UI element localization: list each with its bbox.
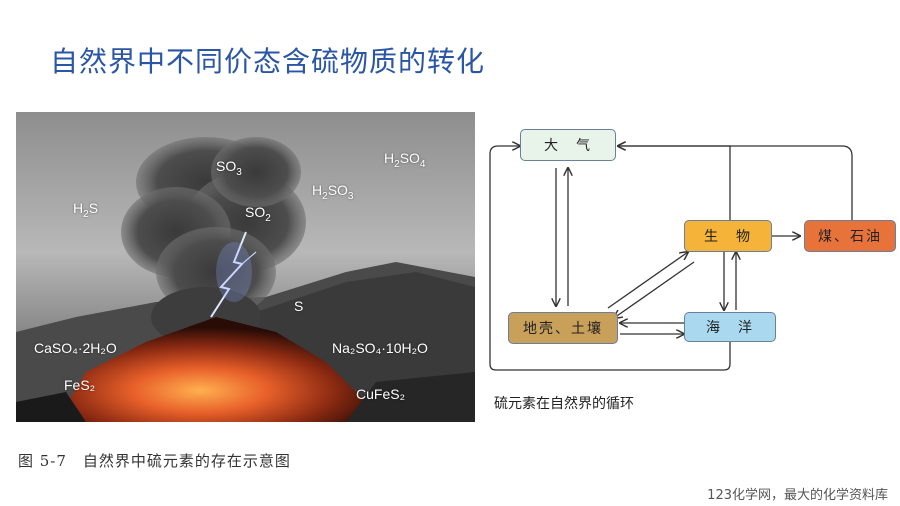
label-so2: SO2: [245, 204, 271, 224]
arrow-crust-to-bio: [607, 252, 688, 309]
label-h2s: H2S: [73, 200, 99, 220]
label-s: S: [294, 298, 304, 314]
label-h2so4: H2SO4: [384, 150, 426, 170]
volcano-illustration: [16, 137, 475, 422]
arrow-coal-to-atm: [618, 146, 853, 222]
node-coal-oil: 煤、石油: [804, 220, 896, 252]
node-ocean: 海 洋: [684, 312, 776, 342]
figure-caption: 图 5-7 自然界中硫元素的存在示意图: [18, 452, 291, 470]
label-h2so3: H2SO3: [312, 182, 354, 202]
arrow-bio-to-atm: [618, 146, 731, 222]
arrow-bio-to-crust: [614, 261, 695, 318]
node-atmosphere: 大 气: [520, 129, 616, 161]
node-crust-soil: 地壳、土壤: [508, 312, 618, 344]
node-biology: 生 物: [684, 220, 772, 252]
label-so3: SO3: [216, 158, 242, 178]
page-title: 自然界中不同价态含硫物质的转化: [50, 45, 486, 78]
arrow-ocean-to-atm: [489, 146, 731, 371]
label-fes2: FeS₂: [64, 377, 96, 393]
footer-watermark: 123化学网，最大的化学资料库: [707, 488, 888, 503]
cycle-caption: 硫元素在自然界的循环: [494, 396, 634, 412]
label-na2so4: Na₂SO₄·10H₂O: [332, 340, 428, 356]
label-cufes2: CuFeS₂: [356, 386, 406, 402]
label-caso4: CaSO₄·2H₂O: [34, 340, 117, 356]
volcano-photo: SO3 H2SO4 H2S H2SO3 SO2 S CaSO₄·2H₂O Na₂…: [16, 112, 475, 422]
